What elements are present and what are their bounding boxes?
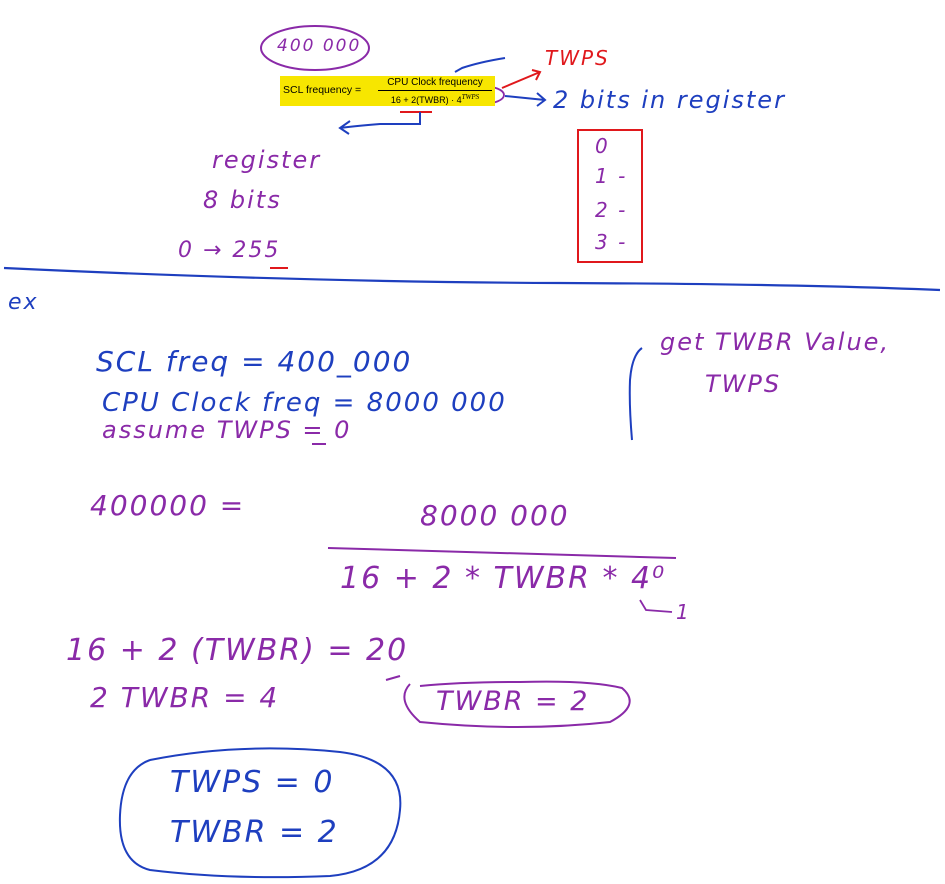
- goal-line-1: get TWBR Value,: [660, 328, 891, 356]
- twps-option-2: 2 -: [595, 198, 628, 222]
- twps-label: TWPS: [545, 46, 610, 70]
- formula-numerator: CPU Clock frequency: [387, 77, 483, 88]
- twbr-result-circle: [403, 680, 631, 728]
- fraction-bar: [327, 547, 677, 559]
- twps-red-arrow: [501, 69, 542, 89]
- step-2: 2 TWBR = 4: [90, 681, 280, 714]
- bits-arrow: [504, 92, 547, 107]
- final-twbr: TWBR = 2: [170, 815, 339, 850]
- formula-bar: [378, 90, 492, 91]
- equation-denominator: 16 + 2 * TWBR * 4⁰: [340, 561, 667, 596]
- assume-line: assume TWPS = 0: [102, 416, 352, 444]
- section-divider: [3, 266, 941, 292]
- goal-line-2: TWPS: [705, 370, 782, 398]
- example-label: ex: [8, 290, 39, 315]
- scl-value-circle: [260, 25, 370, 71]
- register-hook-arrow: [338, 112, 421, 135]
- register-word: register: [212, 146, 322, 174]
- formula-denominator: 16 + 2(TWBR) · 4TWPS: [390, 93, 480, 105]
- equation-numerator: 8000 000: [420, 499, 570, 532]
- formula-lhs: SCL frequency =: [283, 84, 362, 96]
- final-twps: TWPS = 0: [170, 765, 335, 800]
- equation-lhs: 400000 =: [90, 489, 246, 522]
- formula-tick-stroke: [454, 57, 506, 73]
- twps-option-0: 0: [595, 134, 610, 158]
- scl-formula-highlight: SCL frequency = CPU Clock frequency 16 +…: [280, 76, 495, 106]
- goal-bracket: [628, 347, 643, 441]
- step-1: 16 + 2 (TWBR) = 20: [66, 633, 409, 668]
- twps-options-box: [577, 129, 643, 263]
- step-underline: [385, 675, 401, 681]
- one-hook: [639, 599, 673, 613]
- scl-freq-line: SCL freq = 400_000: [96, 345, 413, 378]
- twps-option-1: 1 -: [595, 164, 628, 188]
- twbr-result: TWBR = 2: [436, 686, 590, 717]
- register-range: 0 → 255: [178, 238, 281, 263]
- register-bits: 8 bits: [203, 186, 282, 214]
- twps-option-3: 3 -: [595, 230, 628, 254]
- cpu-freq-line: CPU Clock freq = 8000 000: [102, 388, 507, 418]
- bits-note: 2 bits in register: [553, 86, 786, 114]
- final-answer-circle: [118, 747, 402, 879]
- formula-exponent: TWPS: [461, 93, 480, 101]
- scl-value-note: 400 000: [277, 36, 362, 56]
- equation-one: 1: [676, 600, 691, 624]
